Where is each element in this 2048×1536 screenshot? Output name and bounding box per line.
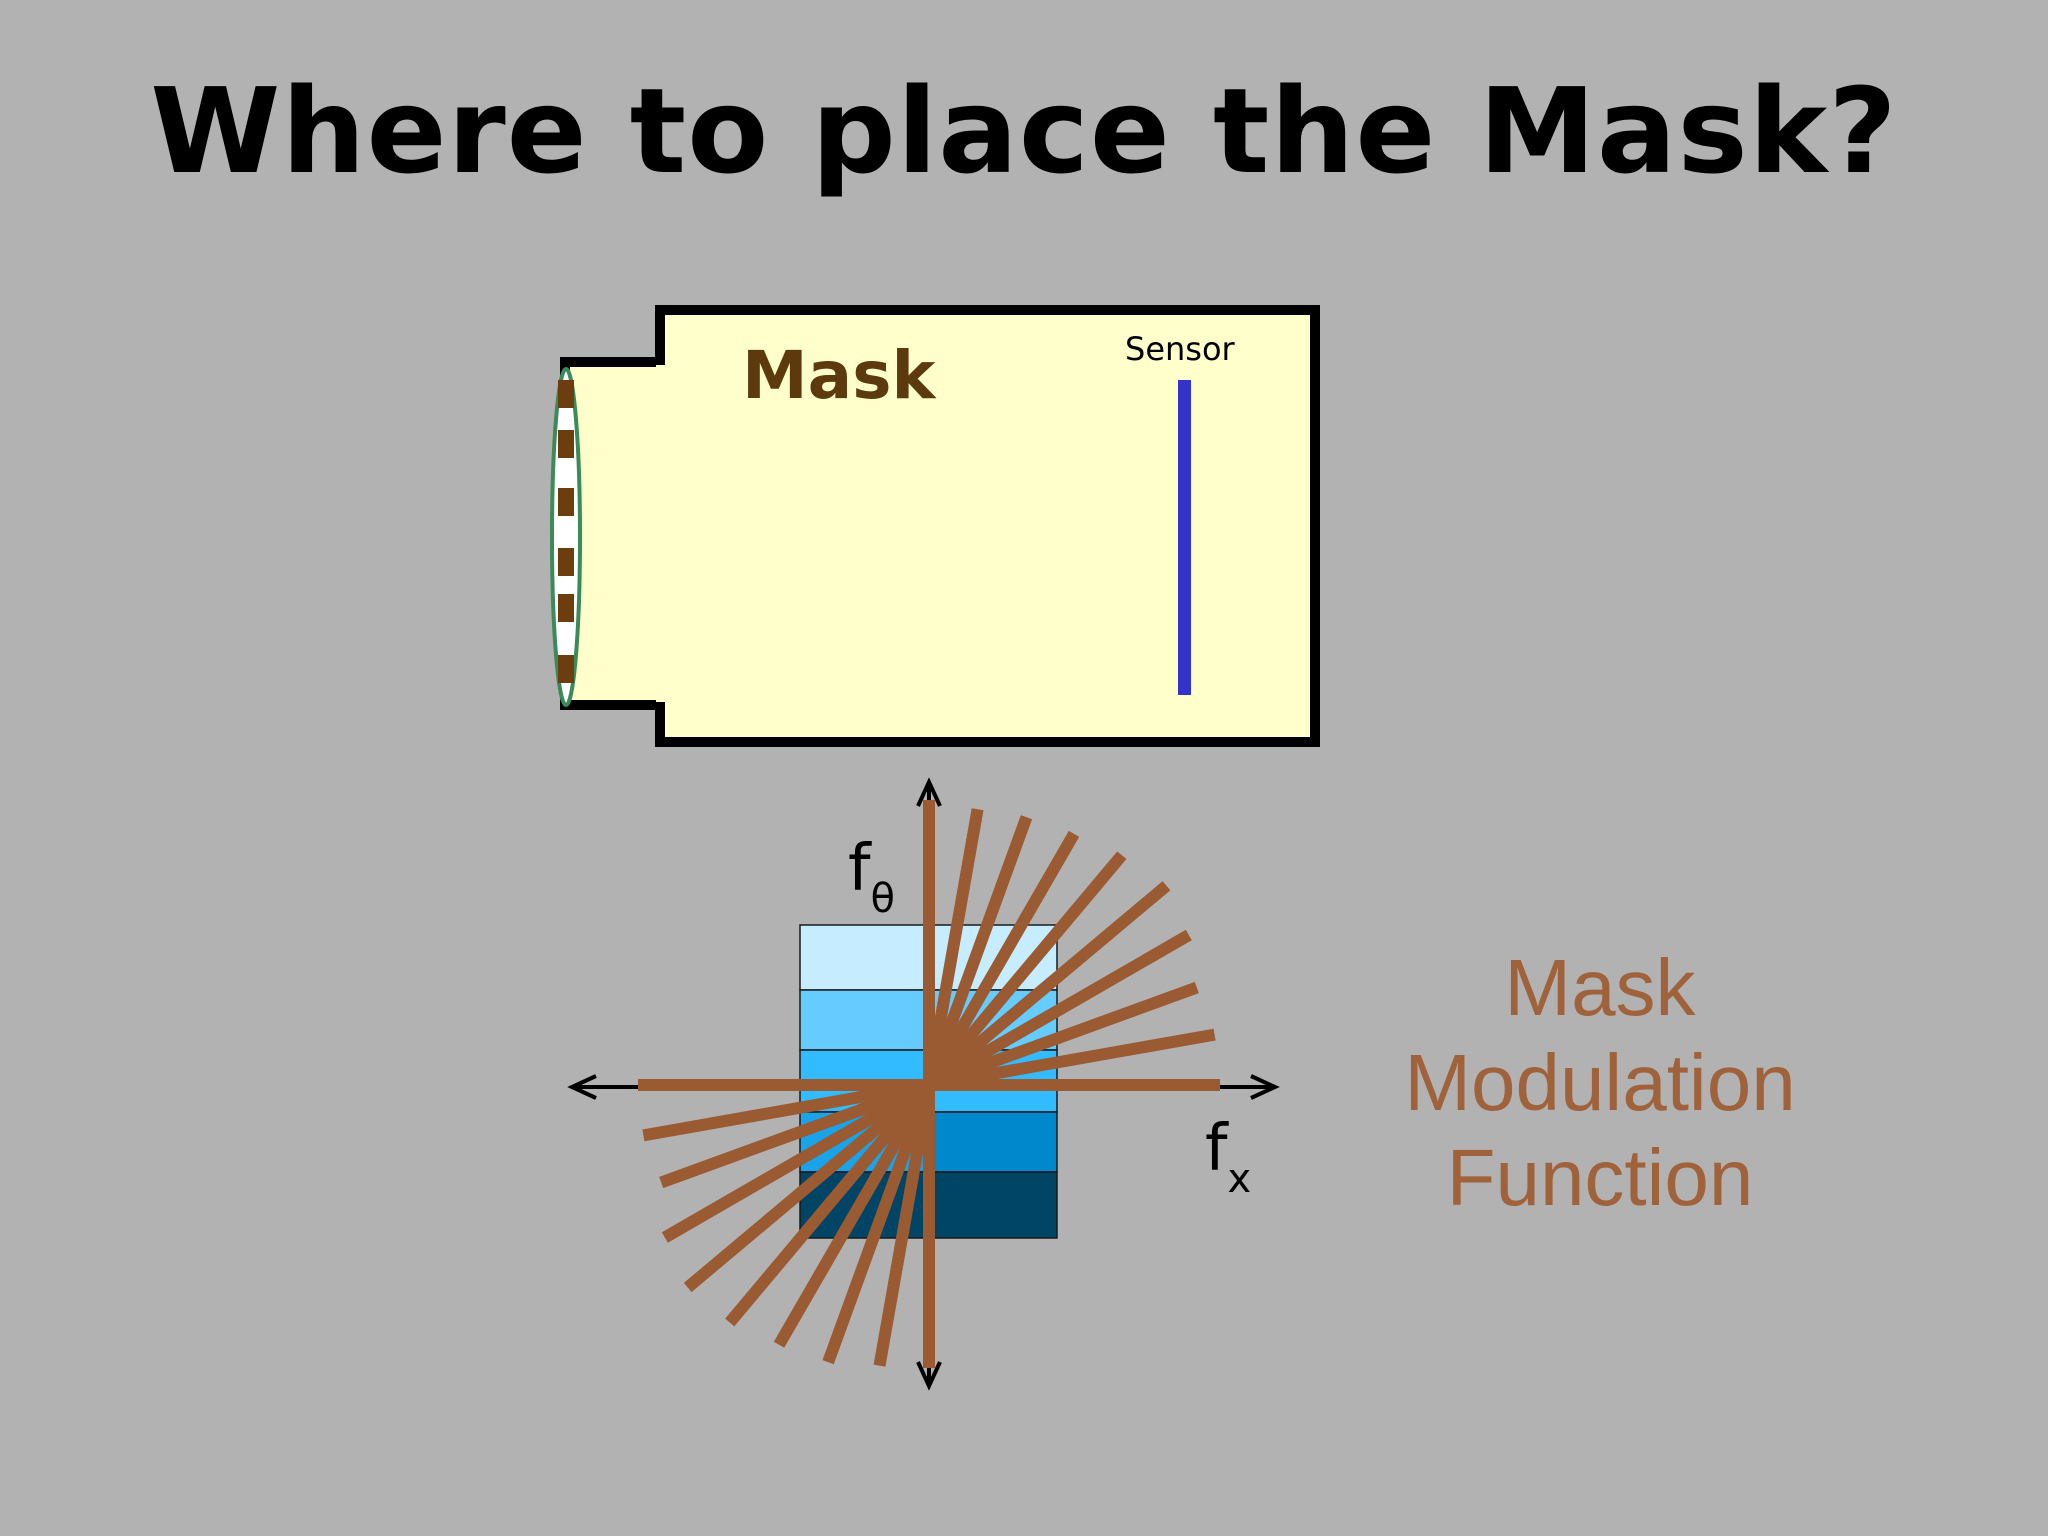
y-axis-label-sub: θ	[871, 876, 895, 922]
mask-stripe	[558, 430, 574, 458]
mask-stripe	[558, 548, 574, 576]
mask-stripe	[558, 488, 574, 516]
spectrum-band	[799, 924, 930, 991]
spectrum-band	[928, 1171, 1058, 1239]
mask-stripe	[558, 655, 574, 683]
y-axis-label-main: f	[848, 832, 872, 906]
spectrum-band	[799, 989, 930, 1051]
mask-stripe	[558, 594, 574, 622]
spectrum-band	[928, 1111, 1058, 1173]
caption-line-1: Mask	[1504, 943, 1696, 1032]
y-axis-arrow-bottom	[916, 1361, 942, 1391]
caption-line-3: Function	[1446, 1133, 1754, 1222]
y-axis-arrow-top	[916, 777, 942, 807]
x-axis-arrow-left	[567, 1074, 597, 1100]
x-axis-arrow-right	[1250, 1074, 1280, 1100]
x-axis-label-main: f	[1205, 1112, 1229, 1186]
lens	[550, 367, 582, 707]
sensor	[1178, 380, 1191, 695]
camera-body	[560, 305, 1320, 747]
caption-line-2: Modulation	[1404, 1038, 1796, 1127]
x-axis-label: fx	[1205, 1112, 1251, 1202]
camera-step-gap-top	[656, 365, 669, 373]
mask-label: Mask	[742, 337, 937, 414]
x-axis-label-sub: x	[1228, 1156, 1252, 1202]
y-axis-label: fθ	[848, 832, 895, 922]
slide-title: Where to place the Mask?	[150, 62, 1898, 200]
sensor-label: Sensor	[1125, 330, 1236, 368]
mask-modulation-caption: Mask Modulation Function	[1360, 940, 1840, 1225]
mask-stripe	[558, 380, 574, 408]
mask-pattern	[558, 380, 574, 683]
camera: Mask Sensor	[550, 305, 1320, 747]
camera-step-gap-bottom	[656, 694, 669, 702]
spectrum-plot: fθ fx	[567, 777, 1280, 1391]
